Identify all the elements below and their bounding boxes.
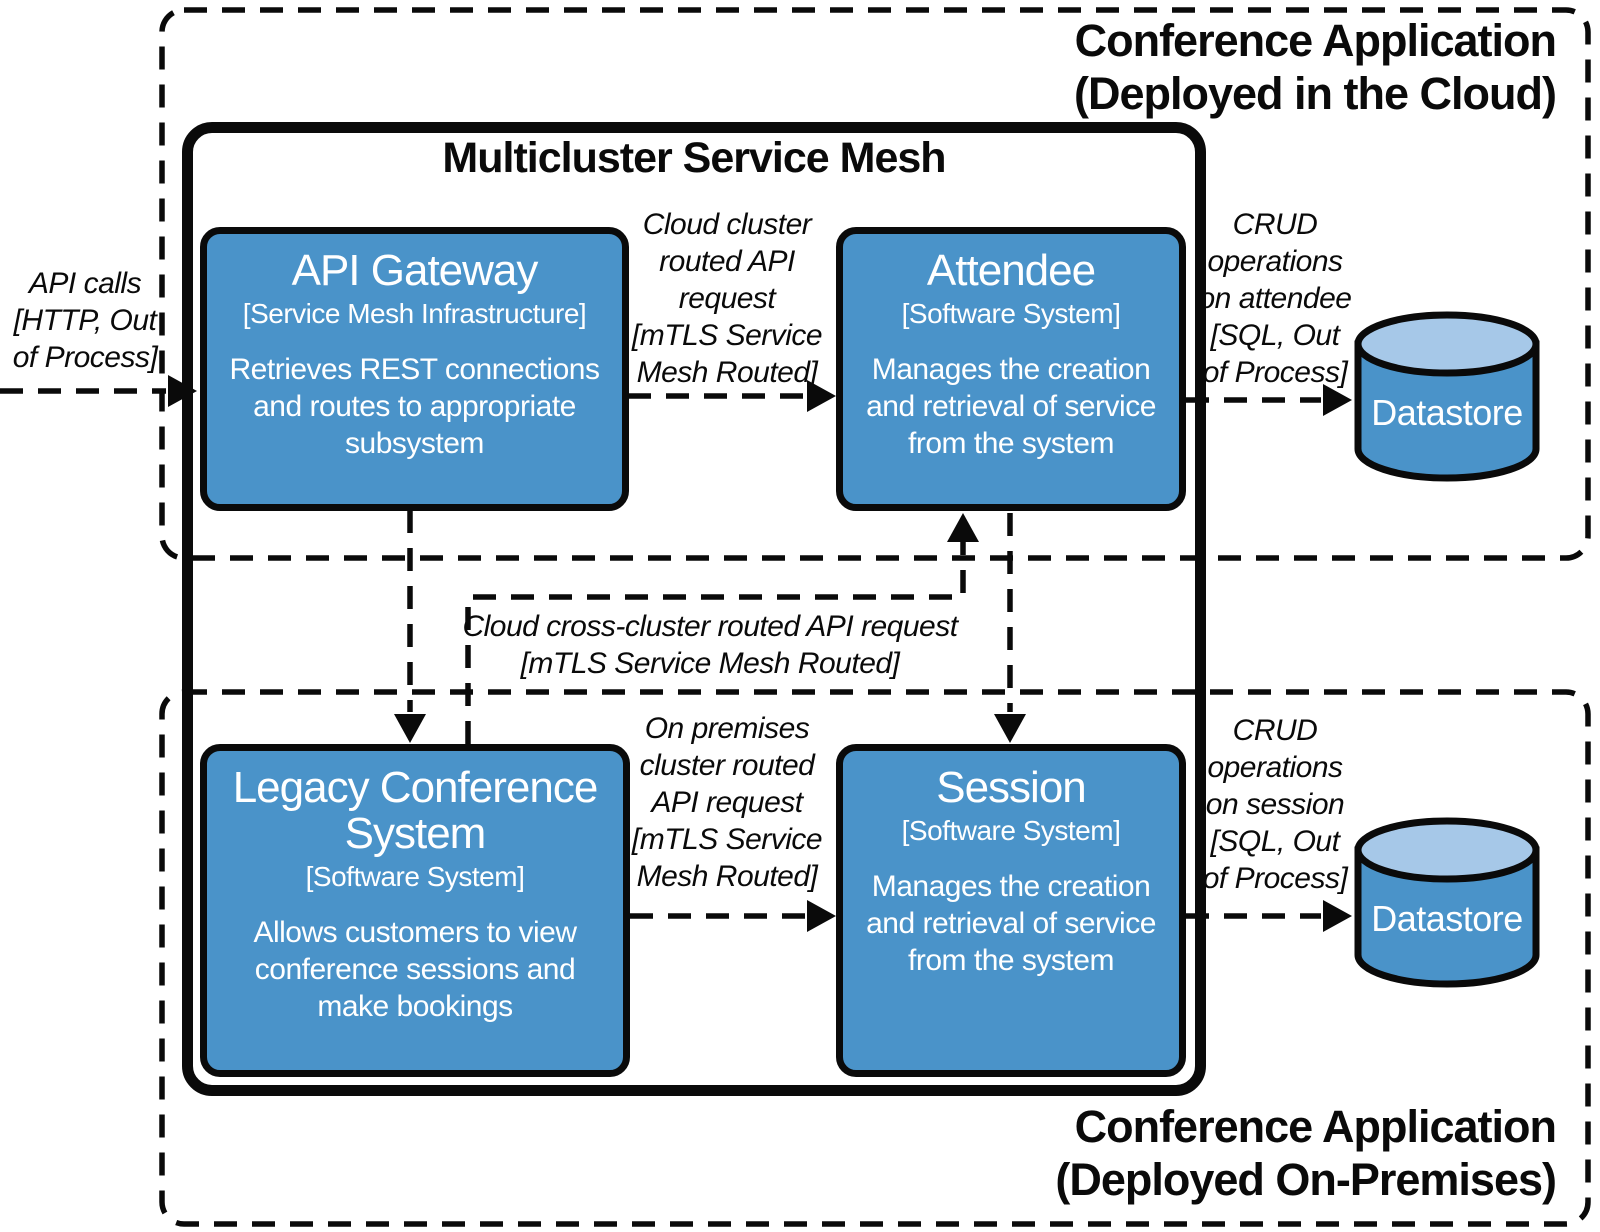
- cross-cluster-request-label: Cloud cross-cluster routed API request […: [462, 610, 958, 680]
- datastore-cylinder-icon: [1354, 817, 1540, 988]
- onprem-container-title: Conference Application (Deployed On-Prem…: [1055, 1101, 1557, 1205]
- service-mesh-boundary: [182, 122, 1206, 1096]
- attendee-title: Attendee: [926, 246, 1096, 295]
- session-description: Manages the creation and retrieval of se…: [866, 870, 1156, 977]
- legacy-description: Allows customers to view conference sess…: [253, 916, 577, 1023]
- onprem-cluster-request-label: On premises cluster routed API request […: [631, 712, 823, 893]
- api-calls-arrow: [0, 375, 197, 407]
- onprem-datastore-label: Datastore: [1371, 898, 1523, 939]
- api-gateway-title: API Gateway: [291, 246, 539, 295]
- service-mesh-title: Multicluster Service Mesh: [442, 134, 946, 182]
- attendee-description: Manages the creation and retrieval of se…: [866, 353, 1156, 460]
- api-calls-label: API calls [HTTP, Out of Process]: [12, 267, 158, 374]
- onprem-datastore: Datastore: [1352, 812, 1542, 990]
- legacy-title: Legacy Conference System: [232, 763, 599, 858]
- session-type: [Software System]: [901, 815, 1121, 846]
- cloud-datastore: Datastore: [1352, 306, 1542, 484]
- legacy-to-attendee-arrow: [465, 513, 979, 744]
- system-box-legacy-conference: Legacy Conference System [Software Syste…: [200, 744, 630, 1077]
- system-box-api-gateway: API Gateway [Service Mesh Infrastructure…: [200, 227, 629, 511]
- gateway-to-attendee-arrow: [628, 380, 836, 412]
- attendee-to-session-arrow: [994, 513, 1026, 743]
- gateway-to-legacy-arrow: [394, 510, 426, 743]
- onprem-container-boundary: [159, 689, 1591, 1227]
- legacy-type: [Software System]: [305, 861, 525, 892]
- cloud-container-title: Conference Application (Deployed in the …: [1074, 15, 1557, 119]
- cloud-datastore-label: Datastore: [1371, 392, 1523, 433]
- system-box-session: Session [Software System] Manages the cr…: [836, 744, 1186, 1077]
- system-box-attendee: Attendee [Software System] Manages the c…: [836, 227, 1186, 511]
- cloud-container-boundary: [159, 7, 1591, 561]
- legacy-to-session-arrow: [630, 900, 836, 932]
- session-to-datastore-arrow: [1186, 900, 1352, 932]
- crud-attendee-label: CRUD operations on attendee [SQL, Out of…: [1198, 208, 1352, 389]
- attendee-type: [Software System]: [901, 298, 1121, 329]
- api-gateway-description: Retrieves REST connections and routes to…: [229, 353, 600, 460]
- session-title: Session: [936, 763, 1087, 812]
- cloud-cluster-request-label: Cloud cluster routed API request [mTLS S…: [631, 208, 823, 389]
- datastore-cylinder-icon: [1354, 311, 1540, 482]
- api-gateway-type: [Service Mesh Infrastructure]: [242, 298, 587, 329]
- crud-session-label: CRUD operations on session [SQL, Out of …: [1202, 714, 1348, 895]
- attendee-to-datastore-arrow: [1186, 384, 1352, 416]
